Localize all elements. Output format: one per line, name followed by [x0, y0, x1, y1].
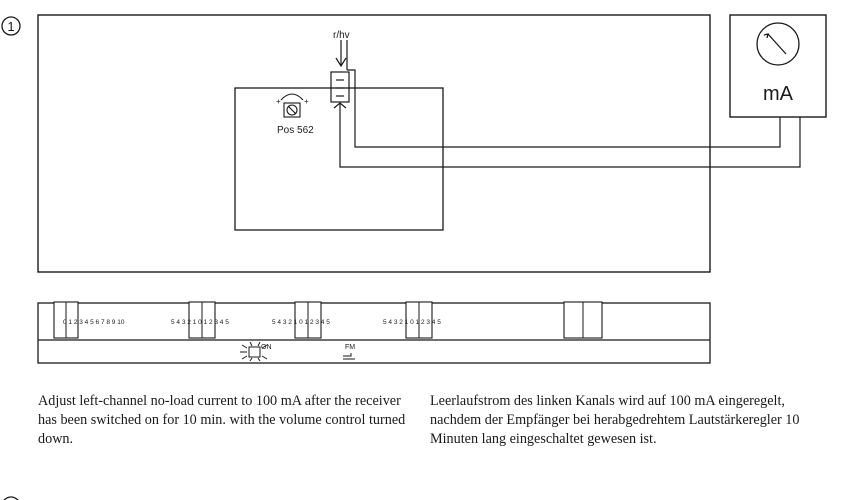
- band-label: FM: [345, 344, 355, 351]
- power-indicator-label: ON: [261, 344, 272, 351]
- step-marker: 1: [1, 16, 21, 36]
- chassis-outline: [37, 14, 711, 273]
- caption-english: Adjust left-channel no-load current to 1…: [38, 393, 406, 447]
- scale-labels-3: 5 4 3 2 1 0 1 2 3 4 5: [272, 319, 330, 326]
- scale-labels-1: 0 1 2 3 4 5 6 7 8 9 10: [63, 319, 125, 326]
- adjuster-label: Pos 562: [277, 125, 314, 136]
- scale-labels-4: 5 4 3 2 1 0 1 2 3 4 5: [383, 319, 441, 326]
- fm-indicator-icon: [343, 353, 355, 360]
- scale-labels-2: 5 4 3 2 1 0 1 2 3 4 5: [171, 319, 229, 326]
- front-panel: 0 1 2 3 4 5 6 7 8 9 10 5 4 3 2 1 0 1 2 3…: [37, 301, 711, 364]
- svg-text:+: +: [304, 97, 309, 106]
- milliammeter: mA: [729, 14, 827, 118]
- amplifier-board: [234, 87, 444, 231]
- meter-unit: mA: [763, 83, 794, 105]
- step-number: 1: [7, 19, 14, 34]
- svg-text:+: +: [276, 97, 281, 106]
- test-point-label: r/hv: [333, 30, 350, 41]
- meter-leads: [339, 69, 801, 168]
- meter-needle: [767, 33, 787, 55]
- next-step-marker: [3, 496, 19, 500]
- adjuster-potentiometer-icon: + +: [276, 93, 309, 118]
- test-point-connector: [330, 40, 350, 109]
- caption-german: Leerlaufstrom des linken Kanals wird auf…: [430, 393, 800, 447]
- power-lamp-icon: [240, 341, 268, 362]
